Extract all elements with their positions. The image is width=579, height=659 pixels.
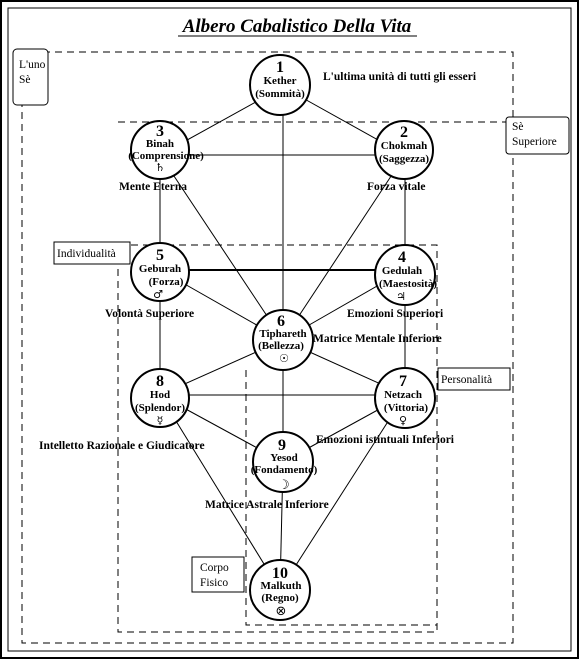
sephira-name: Geburah <box>139 263 181 275</box>
mars-icon: ♂ <box>153 288 163 301</box>
sephira-number: 3 <box>156 123 164 140</box>
sephira-chokmah: 2 Chokmah (Saggezza) <box>374 120 434 180</box>
sephira-name: Tiphareth <box>259 328 306 340</box>
region-boxes <box>21 51 553 644</box>
corpo-fisico-label-line2: Fisico <box>200 577 228 589</box>
corpo-fisico-label-line1: Corpo <box>200 562 229 574</box>
saturn-icon: ♄ <box>155 161 165 174</box>
sephira-name: Netzach <box>384 389 422 401</box>
sephira-meaning: (Comprensione) <box>128 150 204 162</box>
sephira-meaning: (Saggezza) <box>379 153 429 165</box>
sephira-name: Chokmah <box>381 140 427 152</box>
se-superiore-box <box>505 116 570 155</box>
sephira-name: Yesod <box>270 452 298 464</box>
personalita-region <box>245 370 437 626</box>
sephira-meaning: (Vittoria) <box>384 402 429 414</box>
sephira-malkuth: 10 Malkuth (Regno) ⊗ <box>249 559 311 621</box>
sephira-meaning: (Forza) <box>149 276 184 288</box>
personalita-box <box>437 367 511 391</box>
annotation-tiphareth: Matrice Mentale Inferiore <box>313 333 442 345</box>
sephira-number: 2 <box>400 124 408 141</box>
individualita-box <box>53 241 131 265</box>
uno-se-box <box>12 48 49 106</box>
se-superiore-label-line1: Sè <box>512 121 524 133</box>
diagram-title: Albero Cabalistico Della Vita <box>182 16 412 37</box>
sephira-netzach: 7 Netzach (Vittoria) ♀ <box>374 367 436 429</box>
box-labels: L'uno Sè Sè Superiore Individualità Pers… <box>19 59 557 589</box>
sephira-yesod: 9 Yesod (Fondamento) ☽ <box>251 431 318 493</box>
sephira-number: 10 <box>272 565 288 582</box>
sephira-number: 4 <box>398 249 406 266</box>
sephira-tiphareth: 6 Tiphareth (Bellezza) ☉ <box>252 309 314 371</box>
annotation-chokmah: Forza vitale <box>367 181 425 193</box>
jupiter-icon: ♃ <box>396 290 406 303</box>
label-boxes <box>12 48 570 593</box>
annotation-gedulah: Emozioni Superiori <box>347 308 444 320</box>
sephira-hod: 8 Hod (Splendor) ☿ <box>130 368 190 428</box>
annotation-kether: L'ultima unità di tutti gli esseri <box>323 71 477 83</box>
individualita-label: Individualità <box>57 248 116 260</box>
sephira-number: 9 <box>278 437 286 454</box>
sephira-name: Binah <box>146 138 174 150</box>
sephira-number: 5 <box>156 247 164 264</box>
sephira-binah: 3 Binah (Comprensione) ♄ <box>128 120 204 180</box>
annotation-binah: Mente Eterna <box>119 181 187 193</box>
uno-se-region <box>21 51 514 644</box>
corpo-fisico-box <box>191 556 245 593</box>
sephira-name: Kether <box>264 75 297 87</box>
sephira-number: 7 <box>399 373 407 390</box>
sephira-gedulah: 4 Gedulah (Maestosità) ♃ <box>374 244 437 306</box>
sephira-name: Gedulah <box>382 265 422 277</box>
annotation-yesod: Matrice Astrale Inferiore <box>205 499 329 511</box>
sephira-kether: 1 Kether (Sommità) <box>249 54 311 116</box>
sephira-name: Malkuth <box>261 580 302 592</box>
individualita-region <box>117 244 438 633</box>
sephira-meaning: (Bellezza) <box>258 340 304 352</box>
sephira-number: 1 <box>276 59 284 76</box>
mercury-icon: ☿ <box>157 414 164 427</box>
sephira-number: 6 <box>277 313 285 330</box>
sun-icon: ☉ <box>279 352 289 365</box>
sephira-geburah: 5 Geburah (Forza) ♂ <box>130 242 190 302</box>
se-superiore-label-line2: Superiore <box>512 136 557 148</box>
personalita-label: Personalità <box>441 374 492 386</box>
sephira-meaning: (Fondamento) <box>251 464 318 476</box>
sephira-meaning: (Splendor) <box>135 402 185 414</box>
uno-se-label-line2: Sè <box>19 74 31 86</box>
sephira-meaning: (Maestosità) <box>379 278 437 290</box>
annotation-geburah: Volontà Superiore <box>105 308 194 320</box>
moon-icon: ☽ <box>278 478 290 493</box>
annotations: L'ultima unità di tutti gli esseri Mente… <box>39 71 477 511</box>
earth-icon: ⊗ <box>276 604 287 619</box>
venus-icon: ♀ <box>399 414 407 427</box>
sephira-number: 8 <box>156 373 164 390</box>
uno-se-label-line1: L'uno <box>19 59 46 71</box>
annotation-netzach: Emozioni istintuali Inferiori <box>316 434 455 446</box>
sephira-meaning: (Regno) <box>261 592 299 604</box>
annotation-hod: Intelletto Razionale e Giudicatore <box>39 440 205 452</box>
sephira-meaning: (Sommità) <box>255 88 305 100</box>
sephira-name: Hod <box>150 389 170 401</box>
